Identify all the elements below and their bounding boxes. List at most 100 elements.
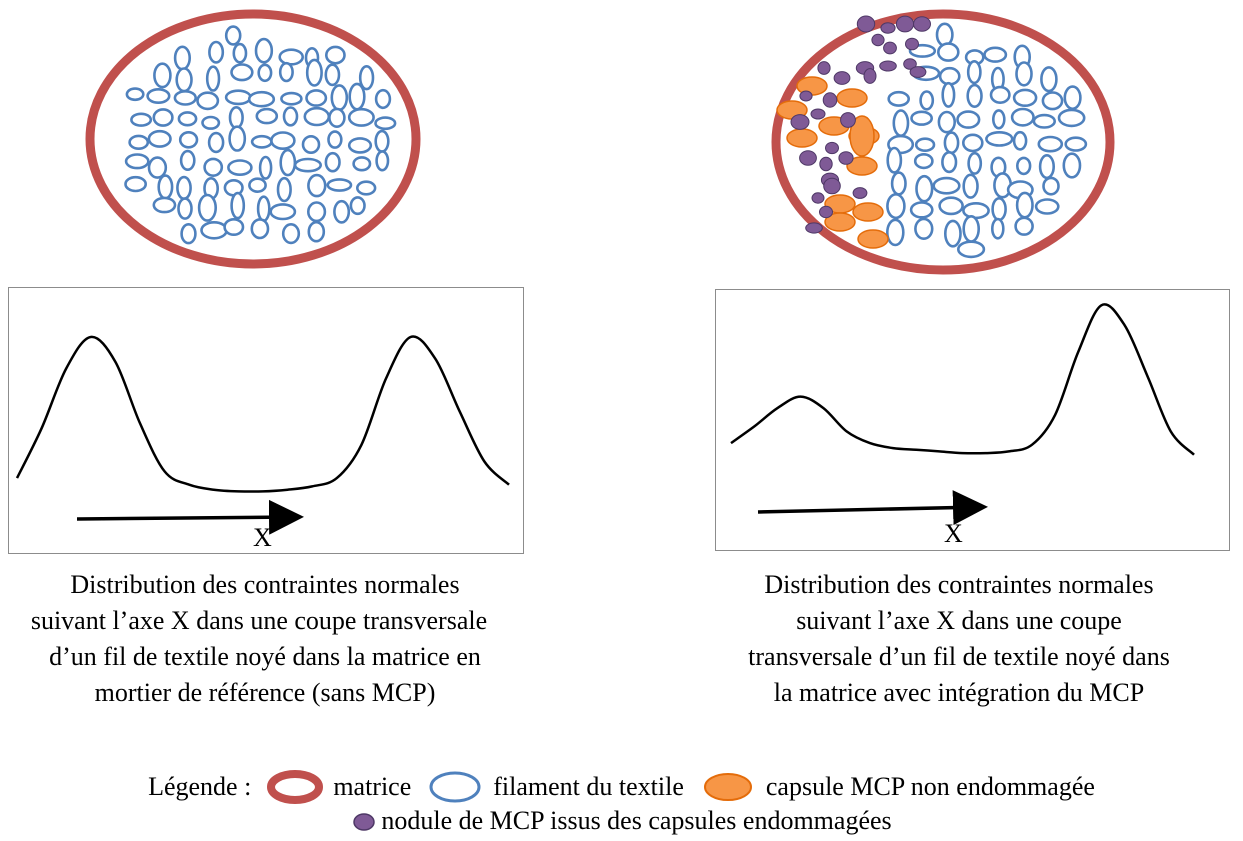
- mcp-nodule: [811, 192, 825, 204]
- filament: [966, 83, 983, 108]
- filament: [886, 218, 905, 247]
- mcp-nodule: [810, 108, 826, 120]
- filament: [962, 202, 990, 220]
- mcp-nodule: [823, 177, 841, 195]
- filament: [374, 88, 392, 110]
- filament: [258, 155, 273, 180]
- caption-line: Distribution des contraintes normales: [70, 570, 460, 599]
- mcp-nodule: [856, 15, 876, 33]
- filament: [250, 134, 273, 149]
- filament: [301, 135, 321, 155]
- mcp-nodule: [909, 66, 927, 78]
- filament: [914, 217, 934, 241]
- filament: [1034, 198, 1060, 215]
- capsule-swatch-icon: [703, 773, 752, 801]
- filament: [943, 131, 960, 155]
- filament: [248, 177, 267, 193]
- filament: [938, 66, 961, 86]
- filament: [250, 218, 270, 240]
- filament: [935, 22, 954, 47]
- x-axis-arrow: [757, 490, 988, 526]
- mcp-nodule: [903, 58, 917, 70]
- stress-curve: [730, 303, 1195, 456]
- mcp-nodule: [822, 92, 838, 108]
- filament: [941, 151, 958, 174]
- filament: [223, 218, 245, 237]
- filament: [375, 150, 390, 172]
- filament: [278, 61, 294, 83]
- caption-line: suivant l’axe X dans une coupe: [796, 606, 1122, 635]
- mcp-capsule: [846, 156, 878, 176]
- filament: [991, 217, 1005, 240]
- filament: [257, 63, 273, 83]
- filament: [173, 90, 198, 106]
- nodule-swatch-icon: [353, 813, 376, 831]
- legend: Légende : matrice filament du textile ca…: [0, 770, 1243, 838]
- mcp-capsule: [786, 128, 818, 148]
- filament: [943, 219, 962, 248]
- filament: [1016, 156, 1032, 176]
- filament: [152, 196, 177, 214]
- filament: [255, 107, 279, 125]
- caption-line: Distribution des contraintes normales: [764, 570, 1154, 599]
- filament: [1063, 85, 1082, 111]
- filament: [892, 109, 910, 138]
- filament: [1032, 113, 1056, 129]
- filament: [330, 84, 349, 112]
- filament: [282, 106, 299, 127]
- stress-curve: [15, 335, 510, 493]
- filament: [358, 64, 375, 91]
- caption-line: mortier de référence (sans MCP): [94, 678, 436, 707]
- filament: [176, 175, 192, 200]
- filament: [1062, 152, 1082, 179]
- filament: [887, 90, 910, 107]
- filament: [203, 157, 224, 178]
- filament: [177, 111, 198, 127]
- filament: [124, 153, 150, 170]
- mcp-capsule: [857, 229, 889, 249]
- stress-plot-with-mcp: X: [715, 289, 1230, 551]
- filament: [962, 214, 980, 243]
- mcp-capsule: [849, 115, 875, 157]
- caption-with-mcp: Distribution des contraintes normales su…: [683, 567, 1235, 711]
- filament: [941, 81, 956, 108]
- filament: [348, 82, 366, 111]
- filament: [254, 37, 274, 64]
- caption-line: d’un fil de textile noyé dans la matrice…: [49, 642, 481, 671]
- mcp-nodule: [833, 71, 851, 85]
- filament: [915, 174, 934, 203]
- filament: [962, 173, 979, 199]
- filament: [303, 106, 331, 127]
- filament: [352, 156, 372, 172]
- mcp-nodule: [883, 41, 897, 55]
- filament: [224, 25, 242, 46]
- filament: [1038, 154, 1056, 180]
- filament: [178, 131, 199, 149]
- filament: [914, 137, 936, 152]
- filament: [347, 137, 373, 154]
- filament: [157, 174, 174, 200]
- filament: [179, 149, 196, 171]
- filament: [937, 42, 960, 62]
- filament: [256, 195, 271, 222]
- filament: [932, 176, 961, 195]
- filament: [349, 196, 366, 216]
- filament: [281, 223, 301, 245]
- legend-capsule-label: capsule MCP non endommagée: [765, 772, 1095, 801]
- mcp-nodule: [819, 205, 833, 219]
- filament: [913, 153, 934, 170]
- mcp-capsule: [836, 88, 868, 108]
- filament: [1012, 130, 1028, 151]
- mcp-nodule: [817, 61, 831, 75]
- mcp-nodule: [825, 141, 839, 155]
- filament: [205, 65, 221, 92]
- filament: [937, 110, 957, 134]
- filament: [276, 176, 292, 203]
- filament-swatch-icon: [429, 771, 481, 803]
- mcp-nodule: [871, 33, 885, 47]
- legend-filament-label: filament du textile: [493, 772, 684, 801]
- filament: [966, 59, 982, 85]
- filament: [1064, 136, 1088, 152]
- filament: [983, 46, 1008, 63]
- filament: [938, 196, 964, 216]
